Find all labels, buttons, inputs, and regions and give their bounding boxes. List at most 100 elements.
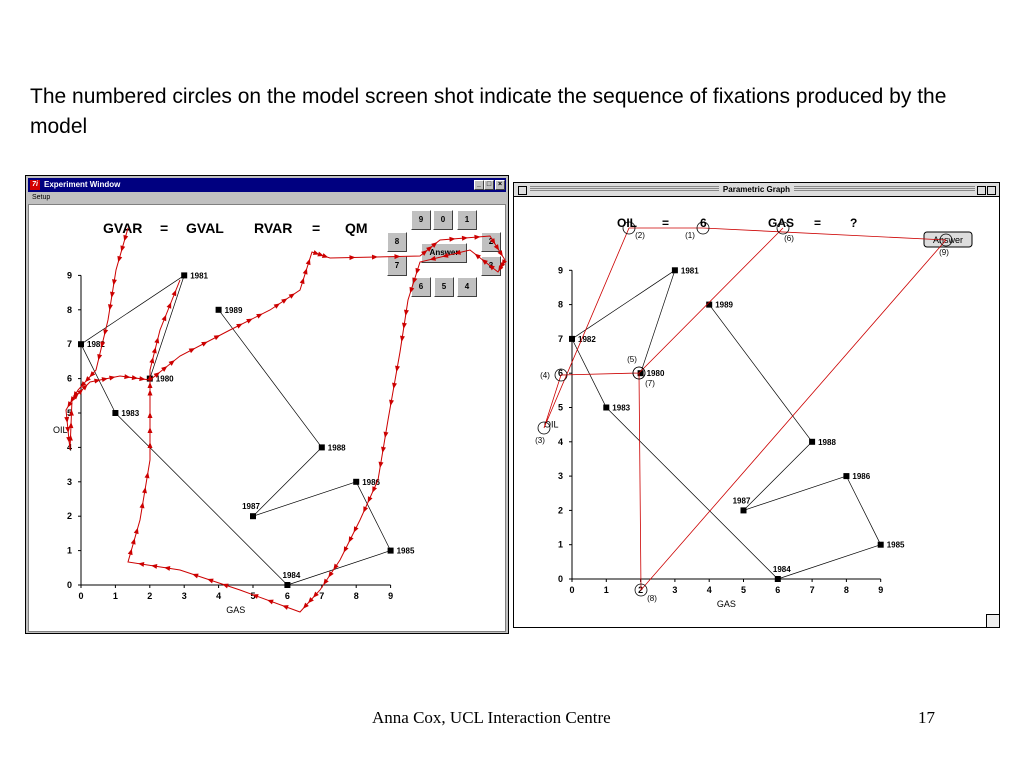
scan-arrowhead [348,536,354,543]
scan-arrowhead [401,322,407,329]
fixation-label: (4) [540,371,550,380]
data-segment [287,550,391,586]
data-label-1982: 1982 [87,340,105,349]
scan-arrowhead [288,293,295,299]
scan-arrowhead [421,250,428,256]
data-label-1988: 1988 [328,443,346,452]
keypad-button-9[interactable]: 9 [411,210,431,230]
maximize-icon[interactable]: □ [484,180,494,190]
data-label-1983: 1983 [612,404,630,413]
fixation-label: (5) [627,355,637,364]
keypad-button-8[interactable]: 8 [387,232,407,252]
scan-arrowhead [147,442,153,448]
scan-arrowhead [490,238,496,245]
fixation-scan-path-top [702,227,947,241]
scan-arrowhead [70,396,76,403]
scan-arrowhead [474,253,481,260]
experiment-window-titlebar[interactable]: 7i Experiment Window _ □ × [28,178,506,192]
scan-arrowhead [84,376,91,383]
data-label-1980: 1980 [647,369,665,378]
data-segment [640,270,676,374]
scan-arrowhead [103,328,109,336]
scan-arrowhead [333,563,339,570]
scan-arrowhead [498,265,504,272]
fixation-label: (9) [939,248,949,257]
data-label-1987: 1987 [733,496,751,505]
collapse-box-icon[interactable] [987,186,996,195]
scan-arrowhead [273,303,280,309]
parametric-answer-label[interactable]: Answer [933,235,963,245]
scan-arrowhead [222,583,229,589]
equation-text: = [814,216,821,230]
scan-arrowhead [281,298,288,304]
scan-arrowhead [394,254,401,260]
data-label-1986: 1986 [852,472,870,481]
data-segment [252,481,357,517]
scan-arrowhead [454,249,462,255]
data-point-1989 [215,306,222,313]
data-label-1985: 1985 [397,547,415,556]
keypad-button-0[interactable]: 0 [433,210,453,230]
keypad-button-4[interactable]: 4 [457,277,477,297]
scan-arrowhead [236,323,243,329]
scan-arrowhead [147,382,153,388]
y-axis-label: OIL [544,420,559,430]
window-app-icon[interactable]: 7i [30,180,40,190]
x-tick-label: 0 [78,591,83,601]
y-tick-label: 9 [67,270,72,280]
y-tick-label: 6 [67,374,72,384]
scan-arrowhead [282,605,289,610]
minimize-icon[interactable]: _ [474,180,484,190]
data-label-1983: 1983 [121,409,139,418]
data-point-1982 [569,335,575,342]
data-segment [252,447,323,517]
scan-arrowhead [493,244,500,251]
equation-text: QM [345,220,368,236]
zoom-box-icon[interactable] [977,186,986,195]
scan-arrowhead [372,486,378,493]
scan-arrowhead [139,502,145,509]
scan-arrowhead [188,348,196,354]
scan-arrowhead [381,446,386,453]
scan-arrowhead [353,526,359,533]
x-tick-label: 7 [319,591,324,601]
y-tick-label: 4 [558,437,563,447]
equation-text: = [312,220,320,236]
scan-arrowhead [252,594,259,599]
scan-arrowhead [481,259,488,265]
scan-arrowhead [144,472,150,479]
keypad-button-6[interactable]: 6 [411,277,431,297]
fixation-label: (7) [645,379,655,388]
keypad-button-1[interactable]: 1 [457,210,477,230]
scan-arrowhead [124,374,131,380]
fixation-circle [776,221,790,235]
y-tick-label: 9 [558,265,563,275]
close-icon[interactable]: × [495,180,505,190]
close-box-icon[interactable] [518,186,527,195]
slide-page-number: 17 [918,708,935,727]
data-label-1987: 1987 [242,502,260,511]
data-label-1984: 1984 [283,571,301,580]
scan-arrowhead [305,258,311,266]
scan-arrowhead [412,277,418,284]
menu-setup[interactable]: Setup [32,194,51,201]
scan-arrowhead [147,427,153,433]
data-point-1986 [353,478,360,485]
x-tick-label: 8 [844,585,849,595]
parametric-titlebar[interactable]: Parametric Graph [514,183,999,197]
scan-arrowhead [101,377,108,383]
experiment-menubar: Setup [28,192,506,204]
grow-box-icon[interactable] [986,614,999,627]
data-point-1982 [78,341,84,348]
experiment-client-area [28,204,506,632]
data-segment [80,275,185,345]
scan-arrowhead [474,234,481,240]
data-point-1985 [387,547,394,554]
scan-arrowhead [68,409,74,416]
y-tick-label: 5 [558,403,563,413]
keypad-button-5[interactable]: 5 [434,277,454,297]
data-segment [606,407,779,580]
fixation-scan-path [543,227,947,592]
scan-arrowhead [399,335,405,342]
